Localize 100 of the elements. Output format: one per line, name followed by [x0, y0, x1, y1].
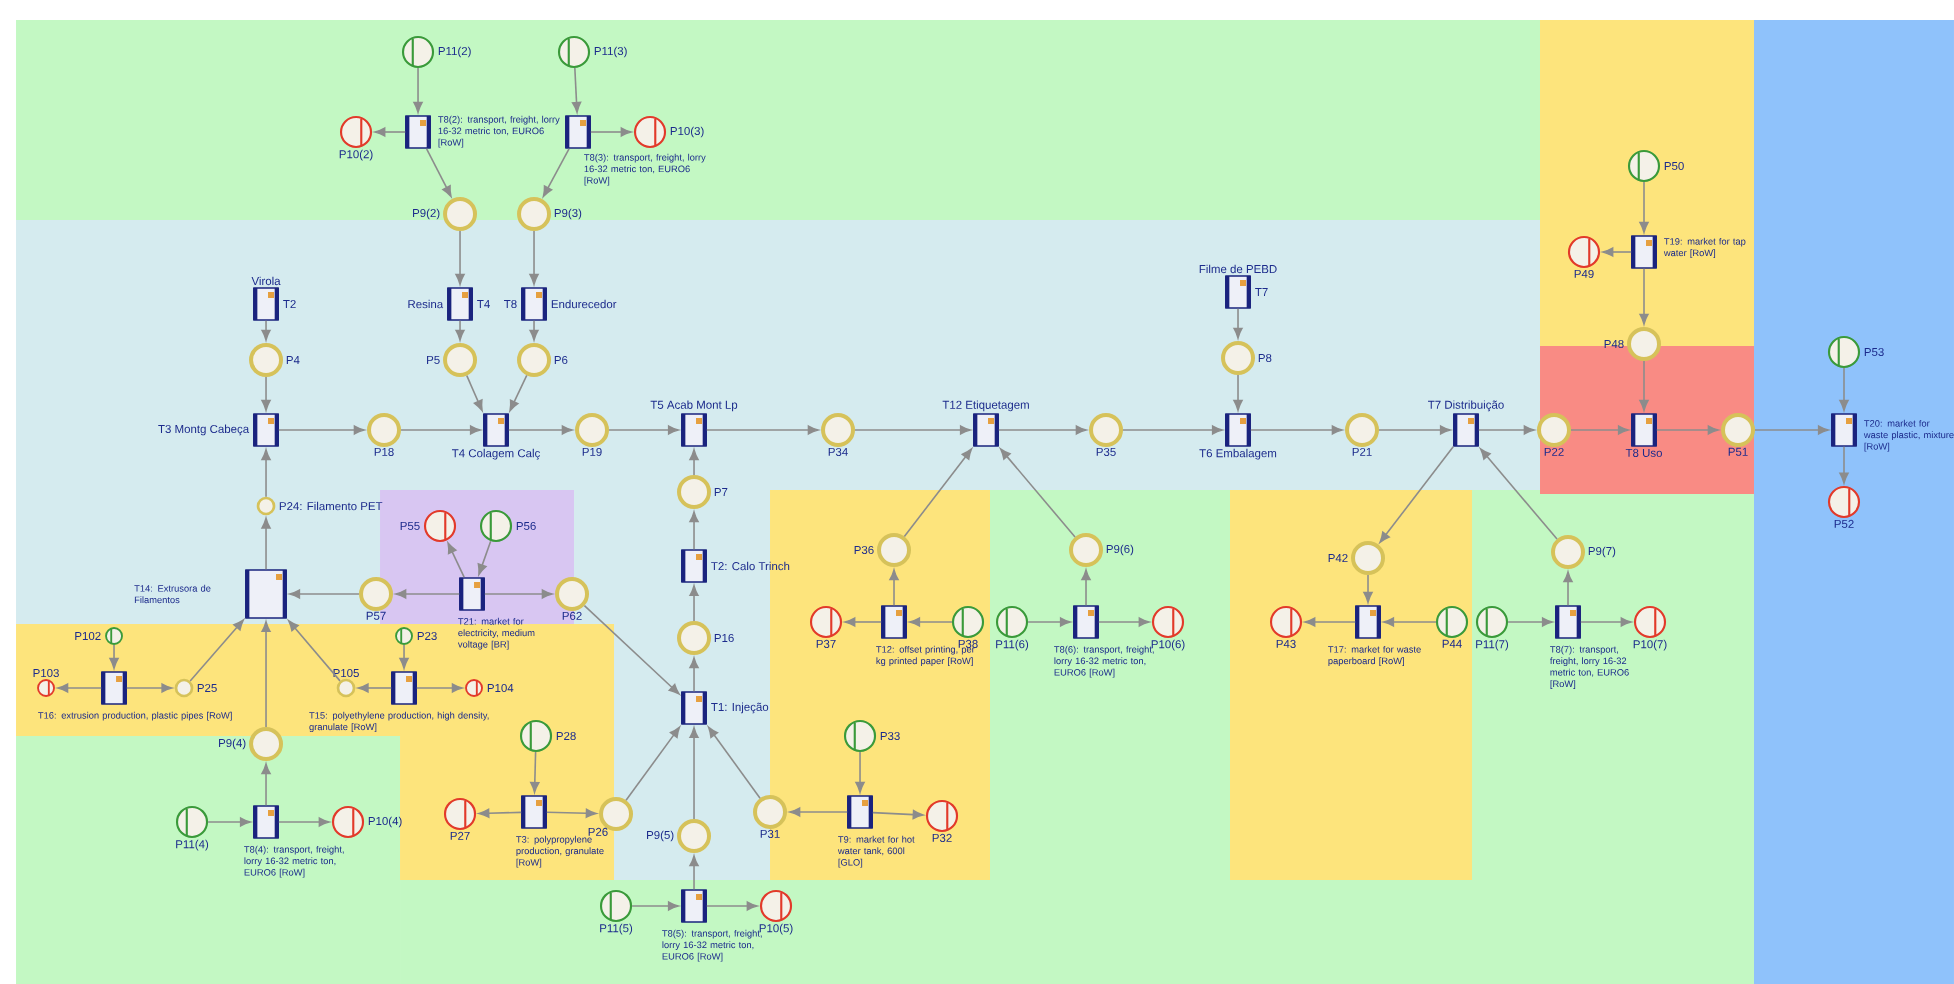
arrow	[889, 569, 899, 606]
arrow	[1839, 367, 1849, 411]
arrow	[844, 617, 882, 627]
arrow	[1563, 571, 1573, 606]
place-circle	[951, 605, 985, 639]
arrow	[583, 604, 680, 695]
arrow	[1754, 425, 1829, 435]
arrow	[1378, 425, 1451, 435]
arrow	[400, 425, 481, 435]
place-circle	[677, 621, 711, 655]
place-circle	[174, 678, 194, 698]
place-circle	[877, 533, 911, 567]
place-circle	[599, 797, 633, 831]
place-circle	[555, 577, 589, 611]
arrow	[608, 425, 679, 435]
place-circle	[517, 343, 551, 377]
place-circle	[517, 197, 551, 231]
arrow	[1363, 574, 1373, 603]
transition-box	[681, 691, 707, 725]
place-circle	[759, 889, 793, 923]
arrow	[261, 621, 271, 728]
place-circle	[443, 197, 477, 231]
arrow	[1580, 617, 1632, 627]
transition-box	[1453, 413, 1479, 447]
transition-box	[681, 413, 707, 447]
transition-box	[521, 795, 547, 829]
transition-box	[1631, 235, 1657, 269]
arrow	[1027, 617, 1071, 627]
place-circle	[1567, 235, 1601, 269]
place-circle	[677, 475, 711, 509]
transition-box	[483, 413, 509, 447]
arrow	[689, 449, 699, 476]
arrow	[207, 817, 251, 827]
arrow	[509, 374, 528, 412]
arrow	[1839, 446, 1849, 484]
arrow	[872, 809, 924, 820]
arrow	[631, 901, 679, 911]
place-circle	[1345, 413, 1379, 447]
arrow	[1639, 181, 1649, 233]
arrow	[447, 542, 465, 578]
place-circle	[249, 343, 284, 377]
arrow	[707, 726, 761, 799]
arrow	[1507, 617, 1553, 627]
arrow	[455, 230, 465, 285]
place-circle	[359, 577, 393, 611]
place-circle	[1551, 535, 1585, 569]
arrow	[261, 517, 271, 570]
place-circle	[1537, 413, 1571, 447]
arrow	[1480, 448, 1558, 540]
transition-box	[101, 671, 127, 705]
transition-box	[1831, 413, 1857, 447]
arrow	[261, 763, 271, 806]
arrow	[706, 901, 758, 911]
place-circle	[1435, 605, 1469, 639]
place-circle	[249, 727, 284, 761]
arrow	[357, 683, 393, 693]
arrow	[126, 683, 173, 693]
place-circle	[677, 819, 711, 853]
arrow	[1639, 268, 1649, 325]
arrow	[529, 230, 539, 285]
arrow	[854, 425, 971, 435]
place-circle	[1627, 327, 1661, 361]
arrow	[484, 589, 553, 599]
arrow	[395, 589, 461, 599]
arrow	[571, 67, 582, 113]
place-circle	[443, 797, 477, 831]
arrow	[909, 617, 953, 627]
arrow	[288, 620, 341, 682]
arrow	[1639, 360, 1649, 411]
arrow	[278, 817, 330, 827]
place-circle	[1827, 335, 1861, 369]
arrow	[425, 148, 452, 197]
arrow	[466, 374, 483, 412]
transition-box	[1355, 605, 1381, 639]
arrow	[903, 448, 973, 538]
place-circle	[175, 805, 209, 839]
arrow	[477, 540, 492, 576]
transition-box	[973, 413, 999, 447]
place-circle	[1633, 605, 1667, 639]
transition-box	[1073, 605, 1099, 639]
arrow	[542, 148, 570, 198]
arrow	[1250, 425, 1343, 435]
place-circle	[367, 413, 401, 447]
arrow	[855, 751, 865, 793]
place-circle	[1827, 485, 1861, 519]
arrow	[689, 727, 699, 820]
transition-box	[681, 549, 707, 583]
transition-box	[1225, 413, 1251, 447]
arrow	[374, 127, 407, 137]
transition-box	[565, 115, 591, 149]
place-circle	[1151, 605, 1185, 639]
arrow	[1656, 425, 1719, 435]
place-circle	[519, 719, 553, 753]
transition-box	[253, 287, 279, 321]
arrow	[455, 320, 465, 341]
transition-box	[253, 413, 279, 447]
place-circle	[401, 35, 435, 69]
arrow	[399, 644, 409, 669]
arrow	[478, 808, 522, 818]
arrow	[416, 683, 463, 693]
